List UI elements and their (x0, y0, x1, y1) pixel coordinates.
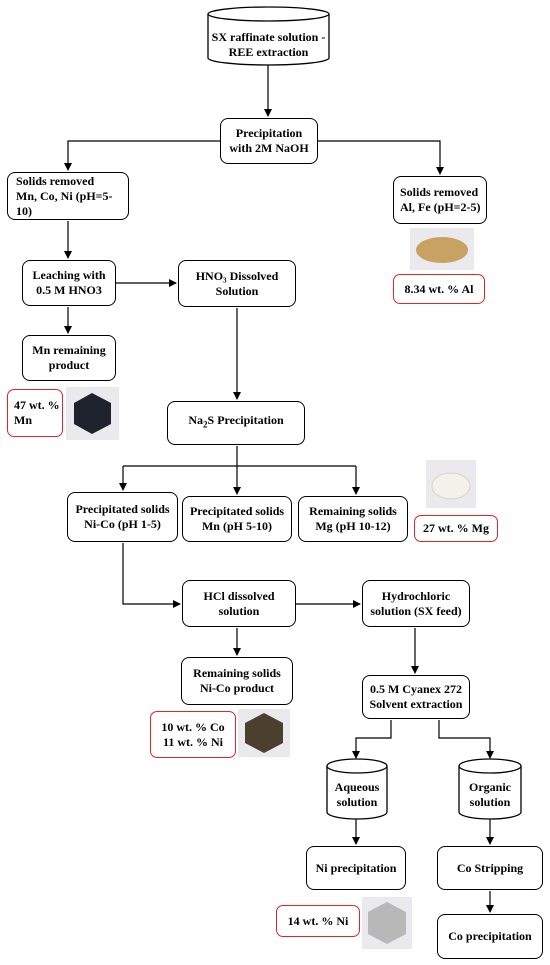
raffinate-solution-cylinder: SX raffinate solution - REE extraction (207, 6, 330, 66)
mg-result-label: 27 wt. % Mg (423, 521, 489, 535)
remaining-ni-co-label: Remaining solids Ni-Co product (193, 666, 281, 695)
solids-mn-co-ni-box: Solids removed Mn, Co, Ni (pH=5-10) (7, 172, 129, 220)
mg-powder-image (426, 460, 476, 508)
co-ni-powder-pile (245, 713, 283, 753)
arrow-na2s-branches (123, 446, 356, 467)
precipitated-mn-box: Precipitated solids Mn (pH 5-10) (182, 496, 292, 542)
precipitated-mn-label: Precipitated solids Mn (pH 5-10) (189, 504, 285, 533)
precipitation-naoh-label: Precipitation with 2M NaOH (229, 126, 309, 155)
remaining-ni-co-box: Remaining solids Ni-Co product (181, 657, 293, 705)
na2s-precipitation-label: Na2S Precipitation (188, 413, 284, 430)
al-result-badge: 8.34 wt. % Al (393, 274, 485, 304)
co-precipitation-box: Co precipitation (437, 914, 543, 959)
co-stripping-label: Co Stripping (456, 860, 524, 875)
precipitated-ni-co-box: Precipitated solids Ni-Co (pH 1-5) (67, 492, 178, 542)
leaching-box: Leaching with 0.5 M HNO3 (22, 260, 116, 306)
aqueous-solution-cylinder: Aqueous solution (326, 758, 388, 820)
ni-precipitation-box: Ni precipitation (306, 846, 406, 890)
cyanex-extraction-box: 0.5 M Cyanex 272 Solvent extraction (362, 675, 470, 719)
ni-result-label: 14 wt. % Ni (287, 913, 349, 928)
organic-solution-cylinder: Organic solution (458, 758, 522, 820)
co-ni-result-badge: 10 wt. % Co 11 wt. % Ni (150, 711, 236, 758)
hcl-dissolved-box: HCl dissolved solution (182, 580, 296, 627)
mg-result-badge: 27 wt. % Mg (414, 515, 498, 542)
mn-remaining-box: Mn remaining product (22, 335, 116, 381)
precipitated-ni-co-label: Precipitated solids Ni-Co (pH 1-5) (75, 502, 170, 531)
remaining-mg-label: Remaining solids Mg (pH 10-12) (309, 504, 397, 533)
ni-result-badge: 14 wt. % Ni (276, 905, 360, 937)
mn-result-label: 47 wt. % Mn (14, 398, 60, 427)
organic-label: Organic solution (469, 780, 511, 809)
arrow-cyanex-branches (355, 720, 491, 757)
hcl-dissolved-label: HCl dissolved solution (203, 588, 275, 618)
cyanex-extraction-label: 0.5 M Cyanex 272 Solvent extraction (369, 682, 463, 711)
co-stripping-box: Co Stripping (437, 846, 543, 890)
solids-al-fe-label: Solids removed Al, Fe (pH=2-5) (400, 185, 481, 214)
co-ni-powder-image (238, 709, 290, 757)
hydrochloric-solution-label: Hydrochloric solution (SX feed) (370, 588, 462, 618)
mn-powder-image (66, 387, 119, 440)
remaining-mg-box: Remaining solids Mg (pH 10-12) (298, 496, 408, 542)
arrow-naoh-to-solids-al (318, 140, 444, 175)
ni-precipitation-label: Ni precipitation (315, 860, 397, 875)
solids-al-fe-box: Solids removed Al, Fe (pH=2-5) (393, 176, 487, 224)
arrow-ni-co-to-hcl (122, 543, 181, 608)
ni-powder-image (362, 897, 412, 949)
precipitation-naoh-box: Precipitation with 2M NaOH (220, 118, 318, 164)
raffinate-label: SX raffinate solution - REE extraction (211, 30, 326, 59)
hno3-dissolved-label: HNO₃ Dissolved Solution (195, 268, 279, 298)
arrow-naoh-to-solids-mn (64, 140, 220, 171)
al-powder-image (410, 228, 474, 270)
hydrochloric-solution-box: Hydrochloric solution (SX feed) (362, 580, 470, 627)
hno3-dissolved-box: HNO₃ Dissolved Solution (178, 260, 296, 307)
co-precipitation-label: Co precipitation (448, 929, 532, 943)
na2s-precipitation-box: Na2S Precipitation (167, 401, 305, 445)
mn-result-badge: 47 wt. % Mn (7, 389, 63, 437)
al-result-label: 8.34 wt. % Al (404, 281, 474, 296)
co-ni-result-label: 10 wt. % Co 11 wt. % Ni (161, 719, 225, 749)
ni-powder-pile (368, 902, 406, 944)
solids-mn-co-ni-label: Solids removed Mn, Co, Ni (pH=5-10) (16, 173, 113, 218)
mn-powder-pile (74, 393, 111, 434)
al-powder-pile (416, 237, 468, 263)
mn-remaining-label: Mn remaining product (32, 343, 106, 372)
aqueous-label: Aqueous solution (334, 780, 380, 809)
leaching-label: Leaching with 0.5 M HNO3 (32, 268, 106, 297)
mg-powder-pile (431, 472, 471, 500)
